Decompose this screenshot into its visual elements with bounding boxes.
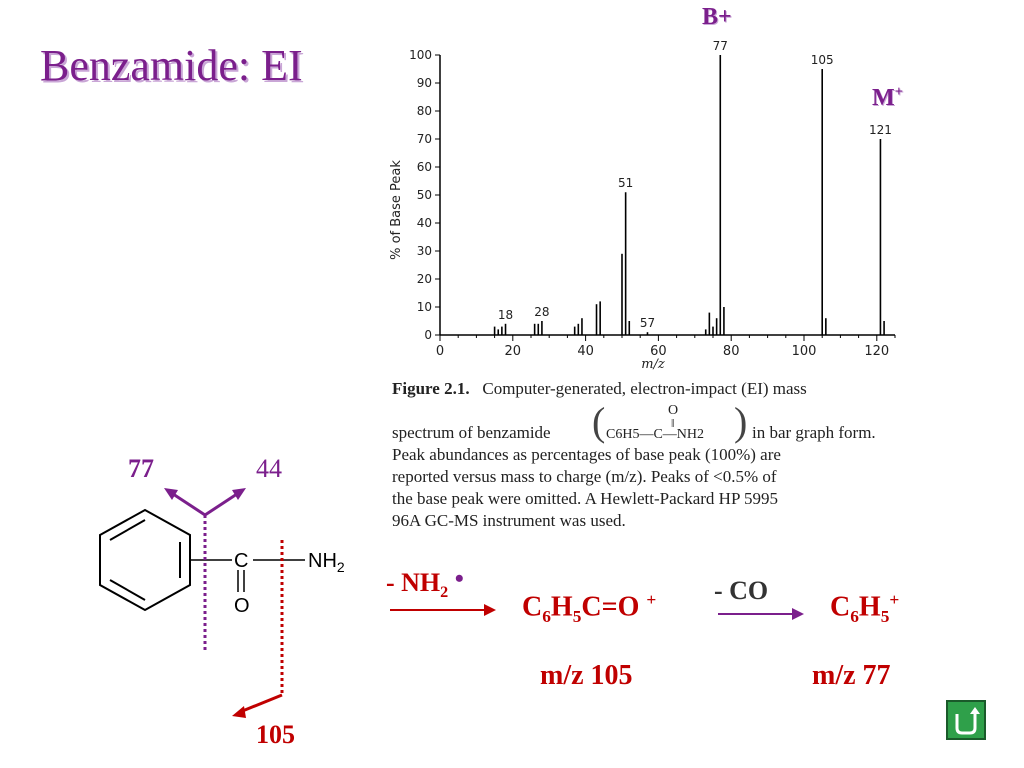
formula-open-paren: ( <box>592 399 606 444</box>
phenyl-ion-formula: C6H5+ <box>830 590 899 627</box>
arrow-77-head <box>164 488 178 500</box>
molecular-ion-charge: + <box>894 84 904 100</box>
ion2-c: C <box>830 591 851 623</box>
caption-text-1: Computer-generated, electron-impact (EI)… <box>482 379 807 398</box>
ion2-sub2: 5 <box>880 606 890 626</box>
x-tick-label: 20 <box>505 344 522 359</box>
molecular-ion-label: M+ <box>872 84 903 112</box>
y-tick-label: 100 <box>409 48 432 62</box>
atom-oxygen: O <box>234 595 250 617</box>
chart-axes: 0 10 20 30 40 50 60 70 80 90 100 0 20 40 60 80 100 120 <box>409 48 896 359</box>
ion1-tail: C=O <box>581 591 640 623</box>
caption-line-4: reported versus mass to charge (m/z). Pe… <box>392 467 777 486</box>
y-tick-label: 10 <box>417 300 432 314</box>
y-tick-label: 20 <box>417 272 432 286</box>
ion1-c: C <box>522 591 543 623</box>
loss-nh2-label: - NH2 • <box>386 564 464 602</box>
y-tick-label: 60 <box>417 160 432 174</box>
y-tick-label: 50 <box>417 188 432 202</box>
mass-spectrum-chart: 0 10 20 30 40 50 60 70 80 90 100 0 20 40 60 80 100 120 18… <box>389 39 896 372</box>
mz-77-label: m/z 77 <box>812 660 891 691</box>
y-tick-label: 30 <box>417 244 432 258</box>
ion2-h: H <box>858 591 881 623</box>
arrow-loss-co <box>718 608 804 620</box>
x-tick-label: 40 <box>577 344 594 359</box>
x-axis-label: m/z <box>641 357 665 372</box>
peak-label: 57 <box>640 316 655 330</box>
amine-subscript: 2 <box>337 559 345 575</box>
loss-co-label: - CO <box>714 576 769 605</box>
y-axis-label: % of Base Peak <box>389 160 404 260</box>
peak-label: 51 <box>618 176 633 190</box>
caption-text-2a: spectrum of benzamide <box>392 423 551 442</box>
arrow-44-head <box>232 488 246 500</box>
caption-line-2: spectrum of benzamide ( O ‖ C6H5—C—NH2 )… <box>392 400 912 444</box>
radical-dot: • <box>454 564 464 593</box>
fragment-77-label: 77 <box>128 454 154 483</box>
figure-caption: Figure 2.1. Computer-generated, electron… <box>392 378 912 532</box>
arrow-loss-nh2 <box>390 604 496 616</box>
caption-line-6: 96A GC-MS instrument was used. <box>392 511 626 530</box>
x-tick-label: 0 <box>436 344 444 359</box>
slide-title: Benzamide: EI <box>40 41 303 90</box>
ring-double-bond-3 <box>109 579 146 601</box>
amine-text: NH <box>308 550 337 572</box>
loss-nh2-text: - NH <box>386 568 441 597</box>
peak-label: 105 <box>811 53 834 67</box>
peak-label: 28 <box>534 305 549 319</box>
arrow-loss-nh2-head <box>484 604 496 616</box>
peak-label: 18 <box>498 308 513 322</box>
peak-label: 77 <box>713 39 728 53</box>
y-tick-label: 80 <box>417 104 432 118</box>
ion1-h: H <box>550 591 573 623</box>
ion1-sub2: 5 <box>572 606 582 626</box>
caption-text-2b: in bar graph form. <box>752 423 876 442</box>
peak-label: 121 <box>869 123 892 137</box>
mz-105-label: m/z 105 <box>540 660 633 691</box>
return-button[interactable] <box>946 700 986 740</box>
ion1-sub1: 6 <box>542 606 551 626</box>
fragment-105-label: 105 <box>256 720 295 749</box>
ring-double-bond-1 <box>109 519 146 541</box>
caption-line-1: Figure 2.1. Computer-generated, electron… <box>392 378 912 400</box>
y-tick-label: 70 <box>417 132 432 146</box>
arrow-105-shaft <box>239 693 283 714</box>
atom-amine: NH2 <box>308 550 345 575</box>
caption-line-3: Peak abundances as percentages of base p… <box>392 445 781 464</box>
formula-text: C6H5—C—NH2 <box>606 427 705 442</box>
arrow-44-shaft <box>204 490 241 517</box>
atom-carbon: C <box>234 550 248 572</box>
x-tick-label: 80 <box>723 344 740 359</box>
ion1-charge: + <box>646 590 657 609</box>
caption-figure-number: Figure 2.1. <box>392 379 470 398</box>
return-icon <box>955 707 980 735</box>
y-tick-label: 0 <box>424 328 432 342</box>
x-tick-label: 60 <box>650 344 667 359</box>
molecular-ion-text: M <box>872 85 895 111</box>
arrow-105-head <box>232 706 246 718</box>
chart-peaks: 18 28 51 57 77 105 121 <box>493 39 892 335</box>
loss-nh2-sub: 2 <box>440 584 449 602</box>
base-peak-label: B+ <box>702 4 732 30</box>
formula-close-paren: ) <box>734 399 748 444</box>
ion2-charge: + <box>889 590 900 609</box>
ion2-sub1: 6 <box>850 606 859 626</box>
formula-double-bond: ‖ <box>671 416 675 430</box>
y-tick-label: 90 <box>417 76 432 90</box>
arrow-loss-co-head <box>792 608 804 620</box>
caption-line-5: the base peak were omitted. A Hewlett-Pa… <box>392 489 779 508</box>
benzamide-structure: C O NH2 <box>99 488 345 718</box>
arrow-77-shaft <box>169 490 206 517</box>
benzene-ring <box>99 508 191 612</box>
x-tick-label: 120 <box>864 344 889 359</box>
y-tick-label: 40 <box>417 216 432 230</box>
formula-oxygen: O <box>668 403 679 418</box>
x-tick-label: 100 <box>792 344 817 359</box>
fragment-44-label: 44 <box>256 454 282 483</box>
acylium-ion-formula: C6H5C=O + <box>522 590 656 627</box>
